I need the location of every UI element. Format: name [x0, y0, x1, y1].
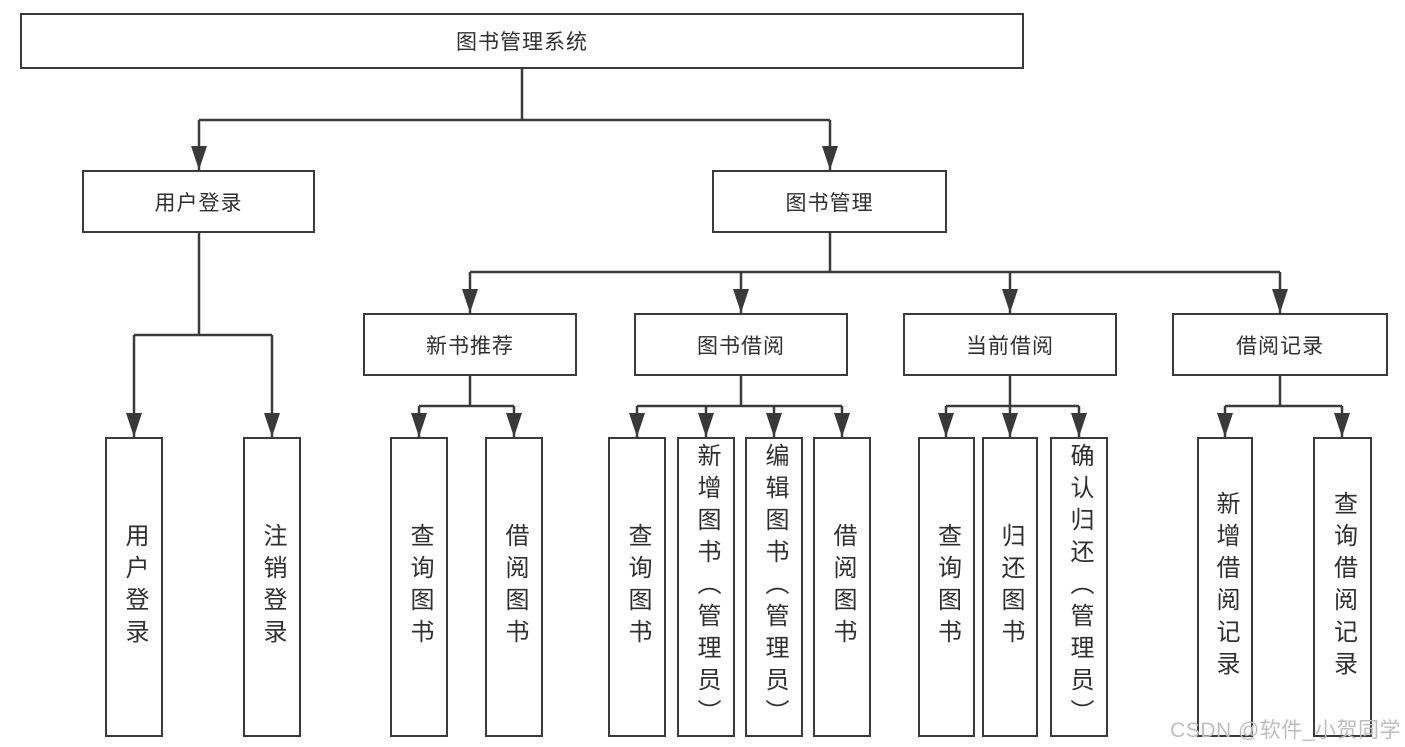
node-borrow-books-2: 借阅图书: [813, 437, 871, 737]
node-query-borrow-record: 查询借阅记录: [1313, 437, 1372, 737]
node-user-login-leaf: 用户登录: [105, 437, 163, 737]
node-query-books-2: 查询图书: [608, 437, 666, 737]
node-return-books: 归还图书: [982, 437, 1038, 737]
node-borrow-records: 借阅记录: [1172, 313, 1388, 376]
connector-userlogin-split: [134, 233, 272, 337]
node-add-borrow-record: 新增借阅记录: [1197, 437, 1253, 737]
node-book-mgmt-branch: 图书管理: [712, 170, 947, 233]
node-add-books-admin: 新增图书（管理员）: [677, 437, 735, 737]
node-query-books-1: 查询图书: [390, 437, 448, 737]
watermark-text: CSDN @软件_小贺同学: [1170, 719, 1401, 742]
node-new-book-rec: 新书推荐: [363, 313, 577, 376]
connector-newbook-split: [419, 376, 514, 408]
node-logout-leaf: 注销登录: [243, 437, 301, 737]
node-book-borrow: 图书借阅: [634, 313, 848, 376]
connector-records-split: [1225, 376, 1342, 408]
node-root: 图书管理系统: [20, 13, 1024, 69]
node-confirm-return-admin: 确认归还（管理员）: [1050, 437, 1108, 737]
node-current-borrow: 当前借阅: [903, 313, 1117, 376]
connector-current-split: [946, 376, 1079, 408]
connector-borrow-split: [637, 376, 842, 408]
connector-bookmgmt-split: [470, 233, 1280, 274]
node-edit-books-admin: 编辑图书（管理员）: [745, 437, 803, 737]
node-borrow-books-1: 借阅图书: [485, 437, 543, 737]
node-user-login-branch: 用户登录: [82, 170, 315, 233]
connector-root-split: [199, 69, 830, 122]
node-query-books-3: 查询图书: [918, 437, 975, 737]
